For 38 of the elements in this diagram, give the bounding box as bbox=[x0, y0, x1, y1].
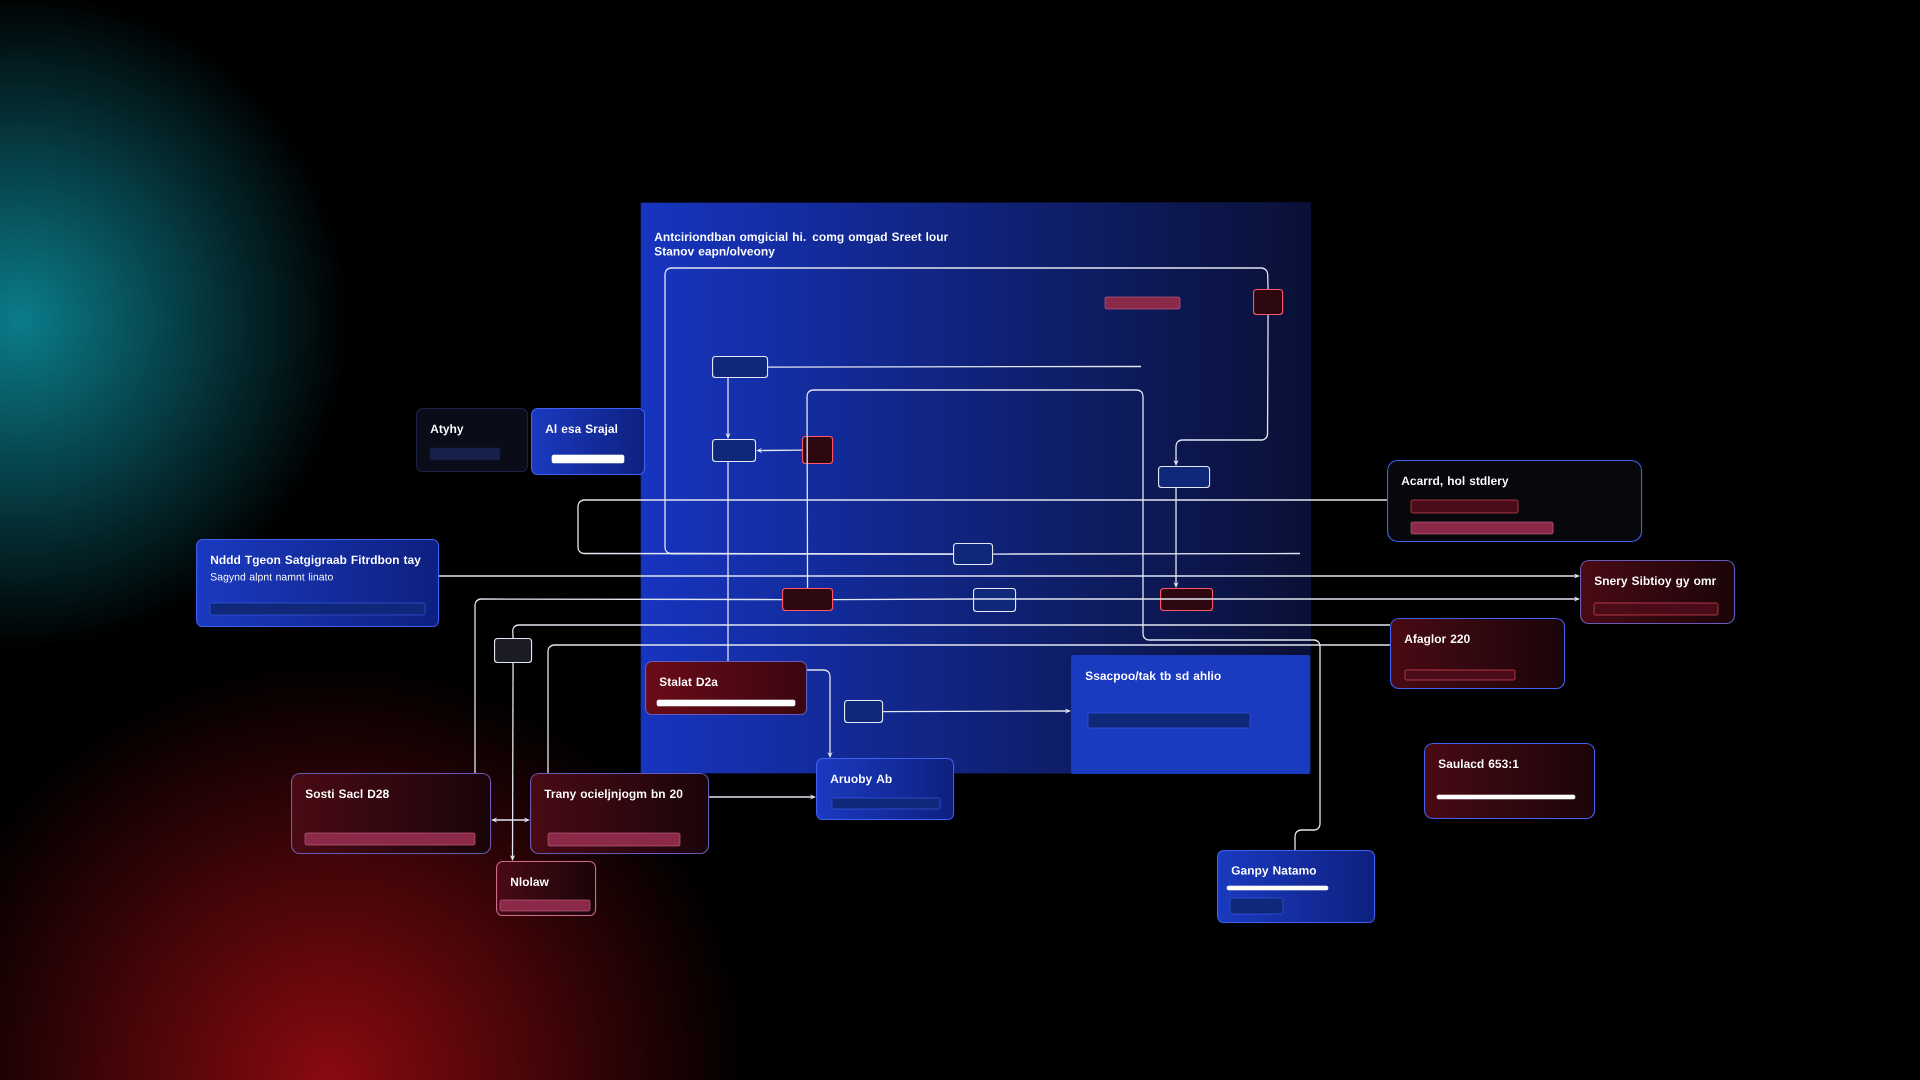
process-box bbox=[782, 588, 834, 612]
connector-line bbox=[767, 365, 1142, 368]
card: Aruoby Ab bbox=[816, 758, 955, 821]
process-box bbox=[712, 356, 769, 379]
card: Snery Sibtioy gy omr bbox=[1580, 560, 1736, 625]
process-box bbox=[494, 638, 533, 664]
connector-line bbox=[727, 461, 729, 662]
connector-line bbox=[547, 644, 1391, 774]
connector-line bbox=[806, 389, 1321, 851]
card: Al esa Srajal bbox=[531, 408, 646, 476]
card: Afaglor 220 bbox=[1390, 618, 1566, 690]
process-box bbox=[973, 588, 1017, 613]
connector-line bbox=[832, 598, 974, 601]
process-box bbox=[953, 543, 994, 566]
card: Stalat D2a bbox=[645, 661, 808, 716]
card: Nddd Tgeon Satgigraab Fitrdbon tay Sagynd alpnt namnt linato bbox=[196, 539, 440, 628]
connector-line bbox=[512, 624, 1391, 639]
connector-line bbox=[474, 598, 783, 774]
card: Nlolaw bbox=[496, 861, 597, 917]
process-box bbox=[1253, 289, 1284, 316]
connector-line bbox=[972, 598, 1214, 600]
card: Atyhy bbox=[416, 408, 529, 473]
process-box bbox=[844, 700, 884, 724]
card: Saulacd 653:1 bbox=[1424, 743, 1596, 820]
card: Acarrd, hol stdlery bbox=[1387, 460, 1643, 543]
process-box bbox=[1160, 588, 1214, 612]
process-box bbox=[712, 439, 757, 463]
card: Ganpy Natamo bbox=[1217, 850, 1376, 924]
process-box bbox=[802, 436, 834, 465]
connector-line bbox=[664, 267, 1269, 555]
connector-line bbox=[577, 499, 1388, 555]
card: Sosti Sacl D28 bbox=[291, 773, 492, 855]
arrow bbox=[491, 817, 530, 823]
card: Trany ocieljnjogm bn 20 bbox=[530, 773, 710, 855]
connector-line bbox=[992, 552, 1301, 555]
arrow bbox=[806, 669, 833, 758]
card: Ssacpoo/tak tb sd ahlio bbox=[1071, 655, 1311, 775]
process-box bbox=[1158, 466, 1211, 489]
